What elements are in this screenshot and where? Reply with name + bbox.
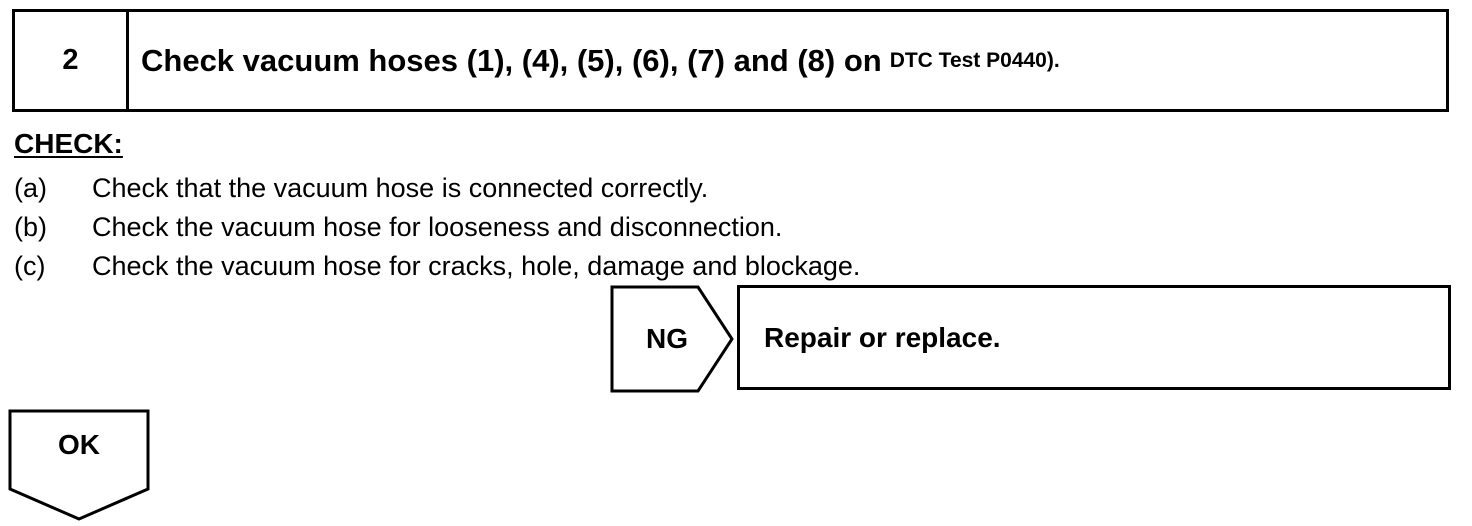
ng-result-badge: NG	[610, 285, 734, 393]
dtc-reference-close: ).	[1046, 48, 1060, 72]
step-title-text: Check vacuum hoses (1), (4), (5), (6), (…	[141, 42, 882, 78]
ok-label: OK	[58, 429, 100, 460]
check-item-c: (c) Check the vacuum hose for cracks, ho…	[14, 247, 860, 286]
step-header: 2 Check vacuum hoses (1), (4), (5), (6),…	[12, 9, 1449, 112]
check-item-a: (a) Check that the vacuum hose is connec…	[14, 169, 860, 208]
check-item-text: Check that the vacuum hose is connected …	[92, 173, 709, 203]
step-title: Check vacuum hoses (1), (4), (5), (6), (…	[129, 12, 1446, 109]
ng-action-box: Repair or replace.	[737, 285, 1451, 390]
check-heading: CHECK:	[14, 128, 123, 159]
check-item-marker: (a)	[14, 173, 47, 203]
ok-result-badge: OK	[8, 409, 150, 521]
dtc-reference: DTC Test P0440	[889, 48, 1047, 72]
check-item-marker: (b)	[14, 212, 47, 242]
check-item-text: Check the vacuum hose for looseness and …	[92, 212, 783, 242]
check-item-text: Check the vacuum hose for cracks, hole, …	[92, 251, 861, 281]
step-number: 2	[15, 12, 129, 109]
ng-action-text: Repair or replace.	[764, 321, 1001, 353]
check-item-marker: (c)	[14, 251, 46, 281]
check-item-b: (b) Check the vacuum hose for looseness …	[14, 208, 860, 247]
down-arrow-tab-icon	[8, 409, 150, 521]
check-list: (a) Check that the vacuum hose is connec…	[14, 169, 860, 286]
right-arrow-tab-icon	[610, 285, 734, 393]
ng-label: NG	[646, 323, 688, 354]
